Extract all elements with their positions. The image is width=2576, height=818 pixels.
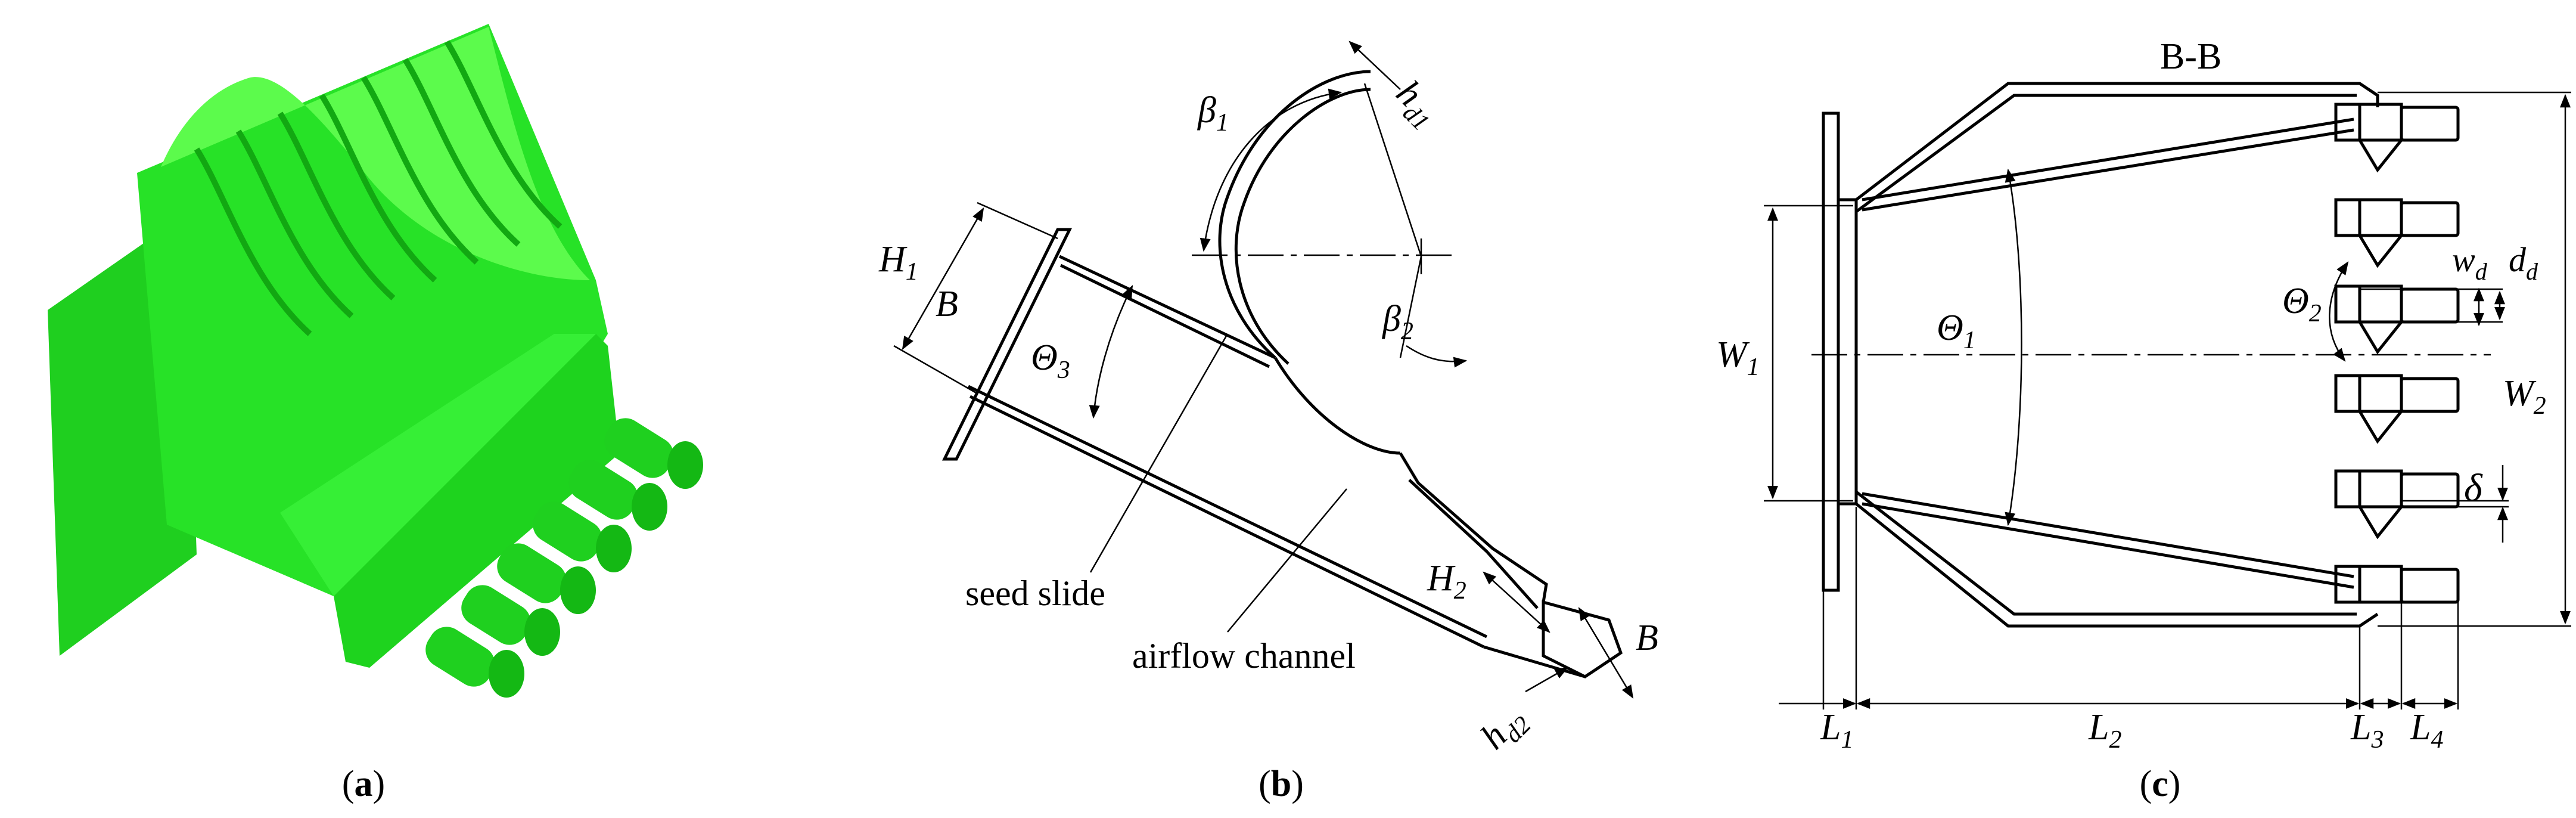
c-label-theta1: Θ1 <box>1937 308 1976 354</box>
c-flange-plate <box>1822 111 1840 592</box>
b-seed-trough-slide <box>1273 357 1401 455</box>
b-nozzle-lower <box>1483 645 1586 678</box>
b-theta3-arc <box>1089 284 1133 419</box>
b-h2-dim <box>1483 571 1550 633</box>
panel-a-render <box>48 24 703 698</box>
b-channel-top-wall <box>1058 255 1276 360</box>
c-label-w2: W2 <box>2503 373 2546 420</box>
c-label-l3: L3 <box>2350 707 2384 754</box>
c-label-delta: δ <box>2464 466 2483 510</box>
c-inner-wall-top <box>1862 117 2354 202</box>
c-outlet-ports <box>2334 103 2460 604</box>
b-beta1-ref <box>1363 83 1422 257</box>
b-h1-dim <box>902 207 984 350</box>
panel-c-dimensions <box>1764 91 2571 709</box>
b-label-b-bottom: B <box>1636 618 1658 658</box>
b-seed-slide-leader <box>1089 333 1229 573</box>
render-front-box-top <box>280 334 596 596</box>
caption-b: (b) <box>1259 764 1304 804</box>
b-beta1-arc <box>1200 88 1343 252</box>
c-inner-wall-top-2 <box>1862 128 2354 212</box>
c-label-section: B-B <box>2160 36 2221 77</box>
c-port <box>2334 565 2460 604</box>
c-inner-wall-bottom-2 <box>1862 492 2354 578</box>
caption-a: (a) <box>342 764 385 804</box>
c-label-wd: wd <box>2452 240 2488 285</box>
c-port <box>2334 103 2460 173</box>
c-label-l1: L1 <box>1820 707 1853 754</box>
b-seed-trough-inner <box>1234 88 1371 365</box>
b-airflow-leader <box>1227 488 1347 633</box>
render-outlet-tubes <box>425 418 703 698</box>
b-bbottom-dim <box>1578 607 1634 699</box>
b-label-beta2: β2 <box>1382 299 1413 345</box>
b-hd2-dim <box>1525 667 1568 693</box>
c-label-theta2: Θ2 <box>2282 281 2322 327</box>
b-label-h2: H2 <box>1427 558 1466 605</box>
b-label-theta3: Θ3 <box>1031 337 1070 384</box>
c-housing-top-inner <box>1855 94 2357 213</box>
b-nozzle-upper <box>1399 452 1548 603</box>
b-inlet-flange <box>941 228 1073 461</box>
b-label-hd2: hd2 <box>1473 698 1537 761</box>
c-theta1-arc <box>2005 168 2022 526</box>
c-port <box>2334 198 2460 268</box>
b-label-airflow-channel: airflow channel <box>1132 636 1356 676</box>
render-ribs <box>194 40 563 336</box>
c-inner-wall-bottom <box>1862 502 2354 589</box>
c-housing-top <box>1838 82 2379 202</box>
b-hd1-dim <box>1348 41 1401 90</box>
c-label-l4: L4 <box>2410 707 2443 754</box>
b-label-beta1: β1 <box>1197 90 1229 137</box>
b-h1-ext-top <box>977 202 1058 240</box>
b-label-seed-slide: seed slide <box>965 574 1105 613</box>
render-curved-trough <box>161 27 590 280</box>
b-seed-trough-outer <box>1218 70 1371 359</box>
c-label-w1: W1 <box>1716 334 1760 381</box>
c-label-dd: dd <box>2509 240 2538 285</box>
b-label-b-top: B <box>936 284 958 324</box>
c-theta2-arc <box>2329 261 2349 362</box>
b-channel-top-wall-2 <box>1059 264 1270 368</box>
b-beta2-arc <box>1406 345 1468 368</box>
b-label-h1: H1 <box>878 239 918 286</box>
c-label-l2: L2 <box>2088 707 2121 754</box>
b-channel-bottom-wall-2 <box>969 395 1485 649</box>
panel-b-drawing <box>893 41 1634 699</box>
caption-c: (c) <box>2140 764 2181 804</box>
c-port <box>2334 374 2460 444</box>
b-label-hd1: hd1 <box>1384 73 1448 137</box>
panel-c-drawing <box>1822 82 2379 628</box>
c-port <box>2334 469 2460 540</box>
b-beta2-ref <box>1399 256 1422 358</box>
c-housing-bottom-inner <box>1855 491 2357 616</box>
b-channel-bottom-wall <box>967 385 1488 639</box>
b-h1-ext-bottom <box>893 345 978 395</box>
render-front-box <box>334 334 620 668</box>
c-housing-bottom <box>1838 502 2379 628</box>
c-port <box>2334 284 2460 355</box>
